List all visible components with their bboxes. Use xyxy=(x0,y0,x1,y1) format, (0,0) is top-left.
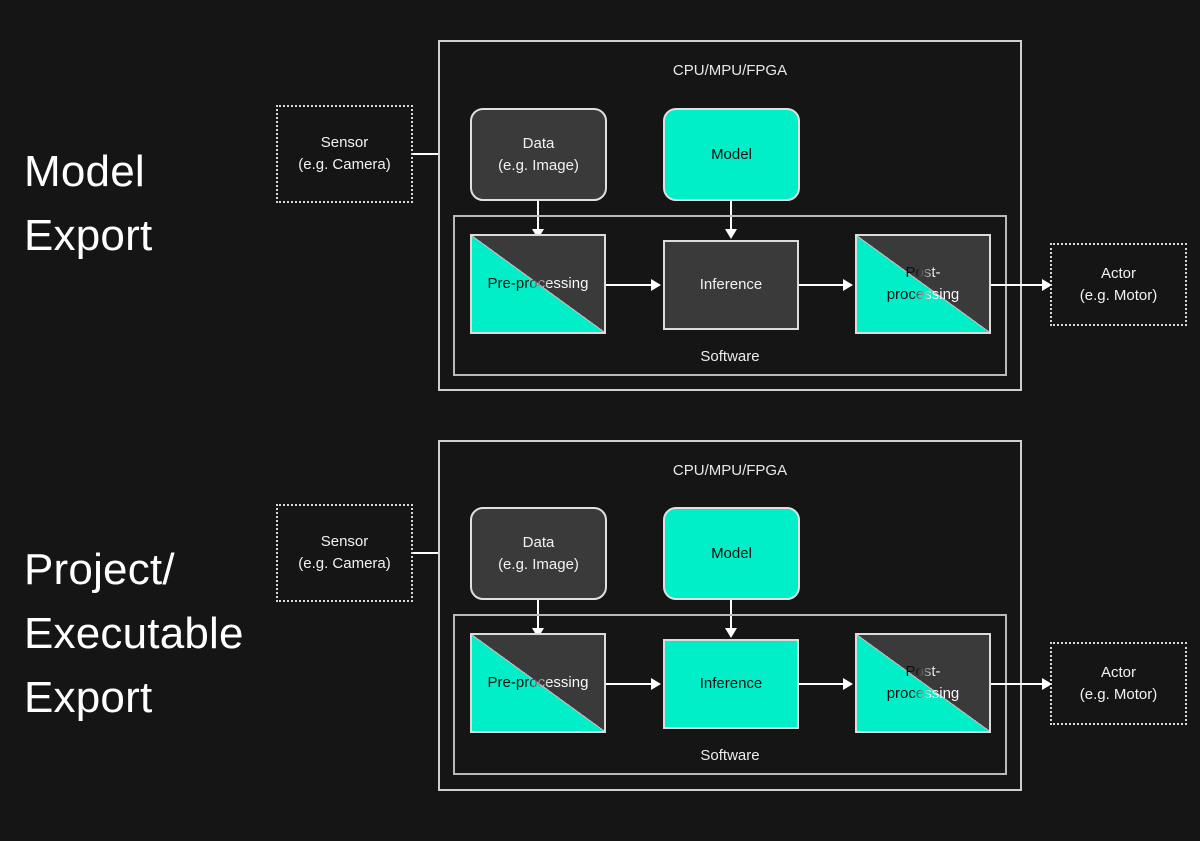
model-label: Model xyxy=(711,544,752,562)
arrowhead-post-to-actor-top xyxy=(1042,279,1052,291)
sensor-label-line1: Sensor xyxy=(320,134,369,152)
post-processing-label-line2: processing xyxy=(886,286,960,303)
post-processing-label: Post- processing xyxy=(885,661,962,705)
arrowhead-model-to-inference-bottom xyxy=(725,628,737,638)
connector-pre-to-inference-top xyxy=(606,284,653,286)
actor-label-line1: Actor xyxy=(1100,264,1136,282)
sensor-box-top: Sensor (e.g. Camera) xyxy=(276,105,413,203)
post-processing-label-line1: Post- xyxy=(905,663,941,681)
actor-label-line1: Actor xyxy=(1100,663,1136,681)
pre-processing-box-top: Pre-processing xyxy=(470,234,606,334)
pre-processing-label: Pre-processing xyxy=(486,672,591,694)
post-processing-label-line1: Post- xyxy=(905,264,941,282)
post-processing-label-line2: processing xyxy=(886,685,960,702)
pre-processing-label: Pre-processing xyxy=(486,273,591,295)
arrowhead-inference-to-post-bottom xyxy=(843,678,853,690)
inference-box-bottom: Inference xyxy=(663,639,799,729)
inference-label: Inference xyxy=(699,675,763,693)
actor-box-bottom: Actor (e.g. Motor) xyxy=(1050,642,1187,725)
software-frame-bottom: Software xyxy=(453,614,1007,775)
data-box-top: Data (e.g. Image) xyxy=(470,108,607,201)
cpu-frame-label-bottom: CPU/MPU/FPGA xyxy=(672,462,788,479)
software-frame-label-top: Software xyxy=(700,348,760,365)
model-label: Model xyxy=(711,145,752,163)
connector-inference-to-post-top xyxy=(799,284,845,286)
actor-label-line2: (e.g. Motor) xyxy=(1079,685,1158,703)
model-box-bottom: Model xyxy=(663,507,800,600)
software-frame-label-bottom: Software xyxy=(700,747,760,764)
section-title-project-executable-export: Project/ Executable Export xyxy=(24,545,244,722)
sensor-label-line2: (e.g. Camera) xyxy=(298,156,391,173)
data-box-bottom: Data (e.g. Image) xyxy=(470,507,607,600)
arrowhead-model-to-inference-top xyxy=(725,229,737,239)
post-processing-label: Post- processing xyxy=(885,262,962,306)
data-label-line1: Data xyxy=(522,533,555,551)
post-processing-box-bottom: Post- processing xyxy=(855,633,991,733)
connector-sensor-to-data-bottom xyxy=(413,552,459,554)
connector-inference-to-post-bottom xyxy=(799,683,845,685)
model-box-top: Model xyxy=(663,108,800,201)
arrowhead-pre-to-inference-bottom xyxy=(651,678,661,690)
inference-label: Inference xyxy=(699,276,763,294)
data-label-line2: (e.g. Image) xyxy=(498,156,579,174)
data-label-line2: (e.g. Image) xyxy=(498,555,579,573)
post-processing-box-top: Post- processing xyxy=(855,234,991,334)
connector-sensor-to-data-top xyxy=(413,153,459,155)
arrowhead-pre-to-inference-top xyxy=(651,279,661,291)
connector-post-to-actor-bottom xyxy=(991,683,1048,685)
software-frame-top: Software xyxy=(453,215,1007,376)
data-label-line1: Data xyxy=(522,134,555,152)
pre-processing-box-bottom: Pre-processing xyxy=(470,633,606,733)
connector-pre-to-inference-bottom xyxy=(606,683,653,685)
actor-box-top: Actor (e.g. Motor) xyxy=(1050,243,1187,326)
cpu-frame-label-top: CPU/MPU/FPGA xyxy=(672,62,788,79)
inference-box-top: Inference xyxy=(663,240,799,330)
actor-label-line2: (e.g. Motor) xyxy=(1079,286,1158,304)
connector-post-to-actor-top xyxy=(991,284,1048,286)
sensor-box-bottom: Sensor (e.g. Camera) xyxy=(276,504,413,602)
arrowhead-inference-to-post-top xyxy=(843,279,853,291)
arrowhead-post-to-actor-bottom xyxy=(1042,678,1052,690)
sensor-label-line1: Sensor xyxy=(320,533,369,551)
sensor-label-line2: (e.g. Camera) xyxy=(298,555,391,572)
section-title-model-export: Model Export xyxy=(24,147,153,260)
